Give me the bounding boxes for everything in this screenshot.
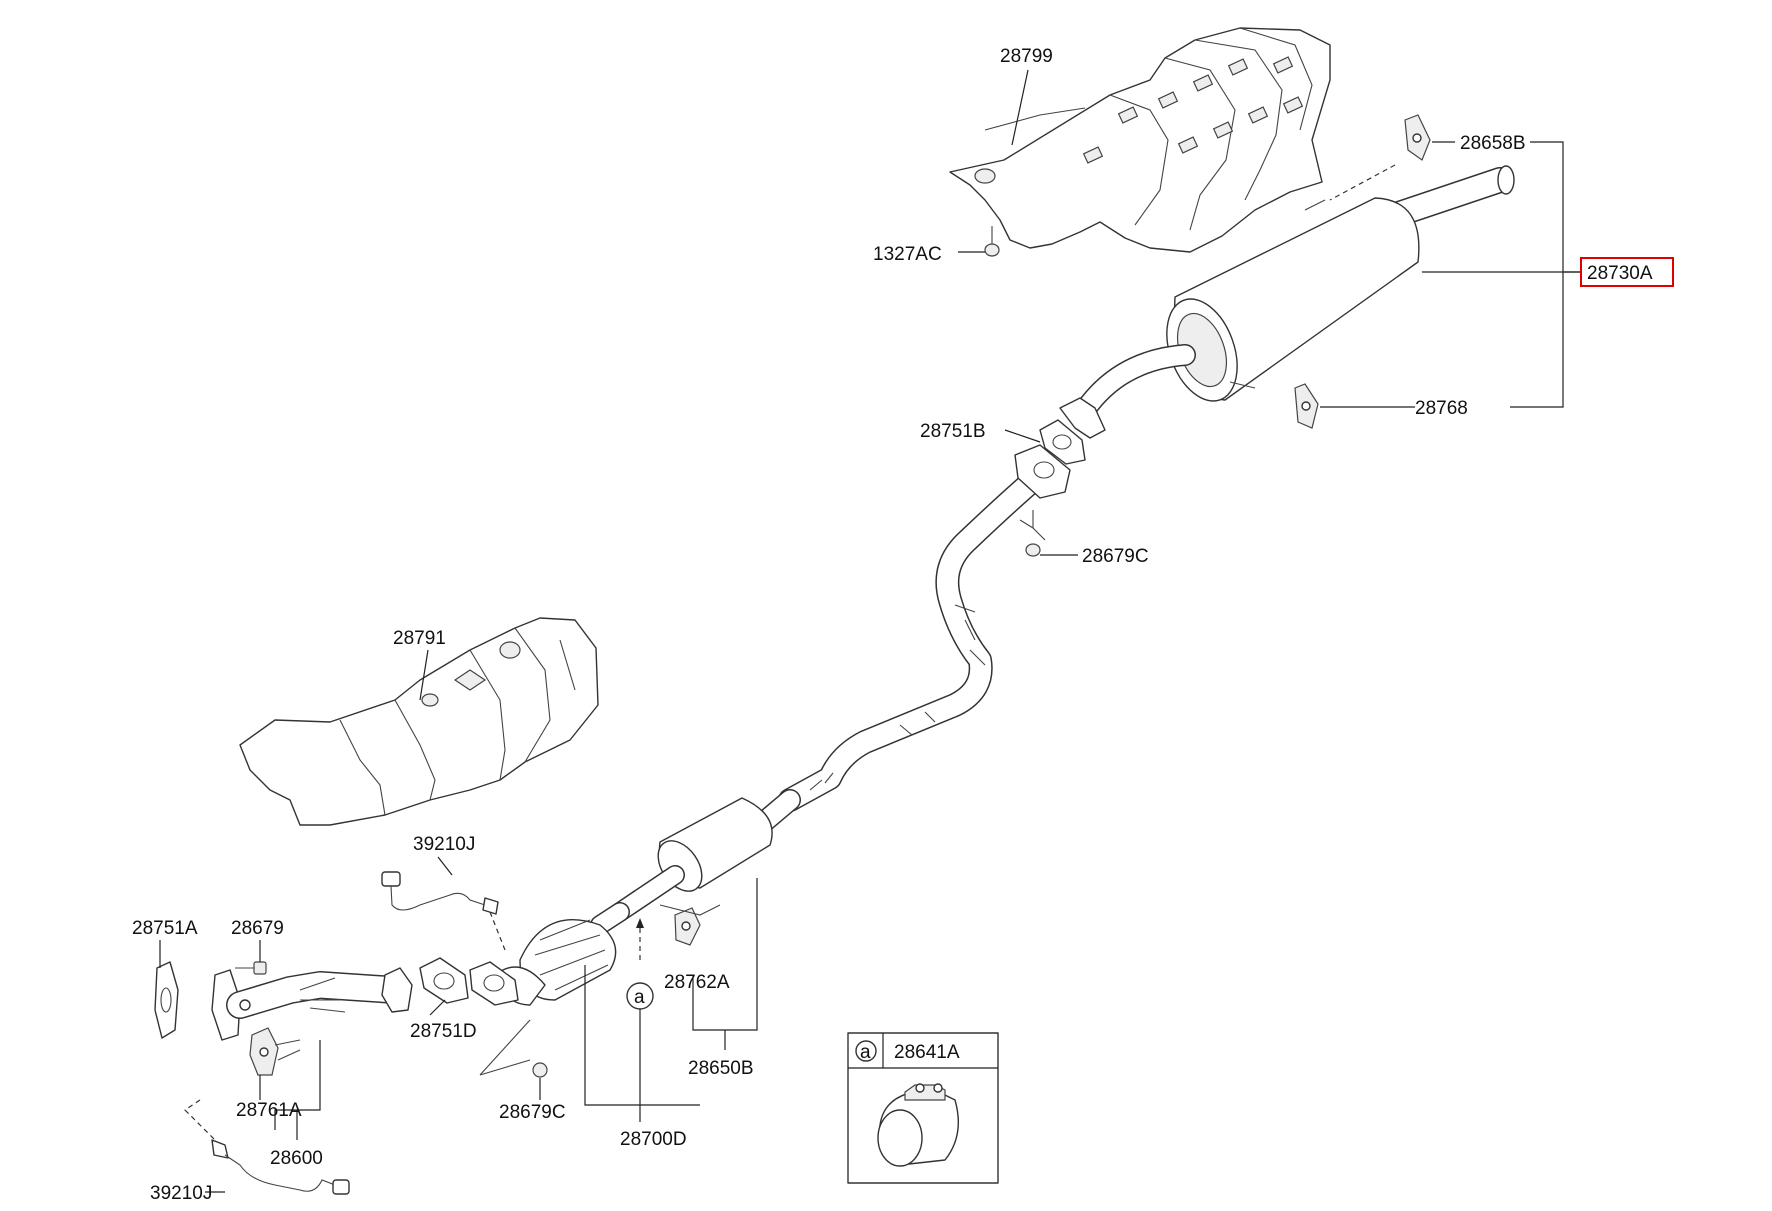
- label-28799: 28799: [1000, 46, 1053, 67]
- rear-heat-shield: [949, 27, 1331, 253]
- callout-a-text: a: [634, 987, 645, 1008]
- label-28650B: 28650B: [688, 1058, 754, 1079]
- highlight-box: [1580, 257, 1674, 287]
- leader-lines: [159, 69, 1580, 1193]
- label-28700D: 28700D: [620, 1129, 687, 1150]
- label-28751B: 28751B: [920, 421, 986, 442]
- label-28679C-catalyst: 28679C: [499, 1102, 566, 1123]
- rear-hanger-rubber: [1329, 114, 1431, 201]
- front-hanger-rubber: [249, 1027, 301, 1076]
- inset-part-number: 28641A: [894, 1042, 960, 1063]
- catalytic-converter: [469, 902, 630, 1006]
- label-28679C-center: 28679C: [1082, 546, 1149, 567]
- inset-marker-text: a: [860, 1042, 871, 1063]
- label-28768: 28768: [1415, 398, 1468, 419]
- inset-clamp-panel: a 28641A: [847, 1032, 999, 1184]
- label-28751D: 28751D: [410, 1021, 477, 1042]
- rear-lower-hanger-rubber: [1294, 383, 1319, 429]
- center-nut: [1019, 510, 1046, 557]
- part-labels: 28799 1327AC 28658B 28730A 28768 28751B …: [132, 46, 1674, 1204]
- center-hanger-rubber: [659, 904, 721, 946]
- callout-a-marker: a: [626, 918, 654, 1010]
- catalyst-gasket: [419, 957, 469, 1004]
- label-39210J-upper: 39210J: [413, 834, 475, 855]
- center-muffler: [610, 789, 801, 922]
- front-pipe: [211, 967, 413, 1041]
- label-28730A: 28730A: [1587, 263, 1653, 284]
- catalyst-nut: [479, 1019, 548, 1078]
- upper-oxygen-sensor: [381, 871, 506, 951]
- label-28679: 28679: [231, 918, 284, 939]
- front-nut: [235, 961, 267, 975]
- label-1327AC: 1327AC: [873, 244, 942, 265]
- label-28658B: 28658B: [1460, 133, 1526, 154]
- label-28791: 28791: [393, 628, 446, 649]
- label-28751A: 28751A: [132, 918, 198, 939]
- lower-oxygen-sensor: [184, 1099, 350, 1195]
- center-pipe: [778, 444, 1071, 812]
- label-28600: 28600: [270, 1148, 323, 1169]
- front-heat-shield: [239, 617, 599, 826]
- label-28762A: 28762A: [664, 972, 730, 993]
- front-gasket: [154, 961, 179, 1039]
- center-gasket: [1039, 419, 1086, 465]
- label-28761A: 28761A: [236, 1100, 302, 1121]
- pipe-clamp-icon: [877, 1083, 960, 1167]
- label-39210J-lower: 39210J: [150, 1183, 212, 1204]
- rear-muffler: [1059, 165, 1515, 439]
- mounting-nut: [984, 226, 1000, 257]
